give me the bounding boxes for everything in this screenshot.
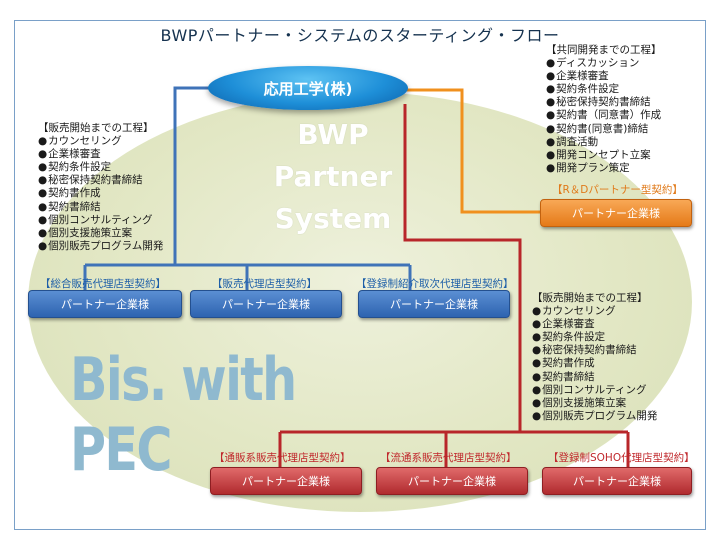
hq-label: 応用工学(株) [263,79,353,98]
topright-step-item: 企業様審査 [546,70,662,83]
midright-step-item: 契約書締結 [532,371,657,384]
topright-step-item: 契約書(同意書)締結 [546,123,662,136]
blue-contract-label-3: 【登録制紹介取次代理店型契約】 [356,278,514,290]
left-step-item: 契約条件設定 [38,161,163,174]
watermark-system: System [274,202,392,235]
blue-partner-box-2: パートナー企業様 [190,290,342,318]
topright-step-item: 開発コンセプト立案 [546,149,662,162]
blue-contract-label-2: 【販売代理店型契約】 [212,278,317,290]
left-step-item: 個別コンサルティング [38,214,163,227]
midright-steps-list: 【販売開始までの工程】 カウンセリング 企業様審査 契約条件設定 秘密保持契約書… [532,292,657,423]
topright-steps-list: 【共同開発までの工程】 ディスカッション 企業様審査 契約条件設定 秘密保持契約… [546,44,662,175]
blue-partner-box-3: パートナー企業様 [358,290,510,318]
blue-contract-label-1: 【総合販売代理店型契約】 [40,278,166,290]
left-step-item: カウンセリング [38,135,163,148]
midright-step-item: 契約条件設定 [532,331,657,344]
red-partner-box-3: パートナー企業様 [542,467,692,495]
red-contract-label-2: 【流通系販売代理店型契約】 [380,452,517,464]
left-step-item: 企業様審査 [38,148,163,161]
topright-step-item: 契約条件設定 [546,83,662,96]
red-partner-box-2: パートナー企業様 [376,467,528,495]
red-partner-box-1: パートナー企業様 [210,467,362,495]
blue-connector [173,86,255,265]
orange-connector [365,88,540,214]
watermark-bis-with-pec: Bis. with PEC [70,345,297,485]
left-step-item: 個別販売プログラム開発 [38,240,163,253]
midright-step-item: 秘密保持契約書締結 [532,344,657,357]
midright-step-item: 個別支援施策立案 [532,397,657,410]
partner-label: パートナー企業様 [242,475,330,488]
partner-label: パートナー企業様 [61,298,149,311]
midright-step-item: 契約書作成 [532,357,657,370]
topright-steps-heading: 【共同開発までの工程】 [546,44,662,56]
midright-step-item: カウンセリング [532,305,657,318]
topright-step-item: ディスカッション [546,57,662,70]
topright-step-item: 契約書（同意書）作成 [546,109,662,122]
red-contract-label-3: 【登録制SOHO代理店型契約】 [548,452,695,464]
midright-step-item: 企業様審査 [532,318,657,331]
topright-step-item: 調査活動 [546,136,662,149]
left-step-item: 契約書作成 [38,187,163,200]
rd-partner-box: パートナー企業様 [540,199,692,227]
topright-step-item: 開発プラン策定 [546,162,662,175]
midright-step-item: 個別販売プログラム開発 [532,410,657,423]
topright-step-item: 秘密保持契約書締結 [546,96,662,109]
partner-label: パートナー企業様 [573,475,661,488]
partner-label: パートナー企業様 [390,298,478,311]
blue-partner-box-1: パートナー企業様 [28,290,182,318]
red-connector [403,104,522,432]
midright-steps-heading: 【販売開始までの工程】 [532,292,648,304]
partner-label: パートナー企業様 [222,298,310,311]
left-steps-list: 【販売開始までの工程】 カウンセリング 企業様審査 契約条件設定 秘密保持契約書… [38,122,163,253]
page-title: BWPパートナー・システムのスターティング・フロー [160,26,560,45]
partner-label: パートナー企業様 [572,207,660,220]
left-steps-heading: 【販売開始までの工程】 [38,122,154,134]
watermark-bwp: BWP [297,118,369,151]
left-step-item: 秘密保持契約書締結 [38,174,163,187]
left-step-item: 契約書締結 [38,201,163,214]
midright-step-item: 個別コンサルティング [532,384,657,397]
rd-contract-label: 【R＆Dパートナー型契約】 [552,184,683,196]
hq-node: 応用工学(株) [208,66,408,110]
partner-label: パートナー企業様 [408,475,496,488]
red-contract-label-1: 【通販系販売代理店型契約】 [214,452,351,464]
left-step-item: 個別支援施策立案 [38,227,163,240]
watermark-partner: Partner [273,160,393,193]
